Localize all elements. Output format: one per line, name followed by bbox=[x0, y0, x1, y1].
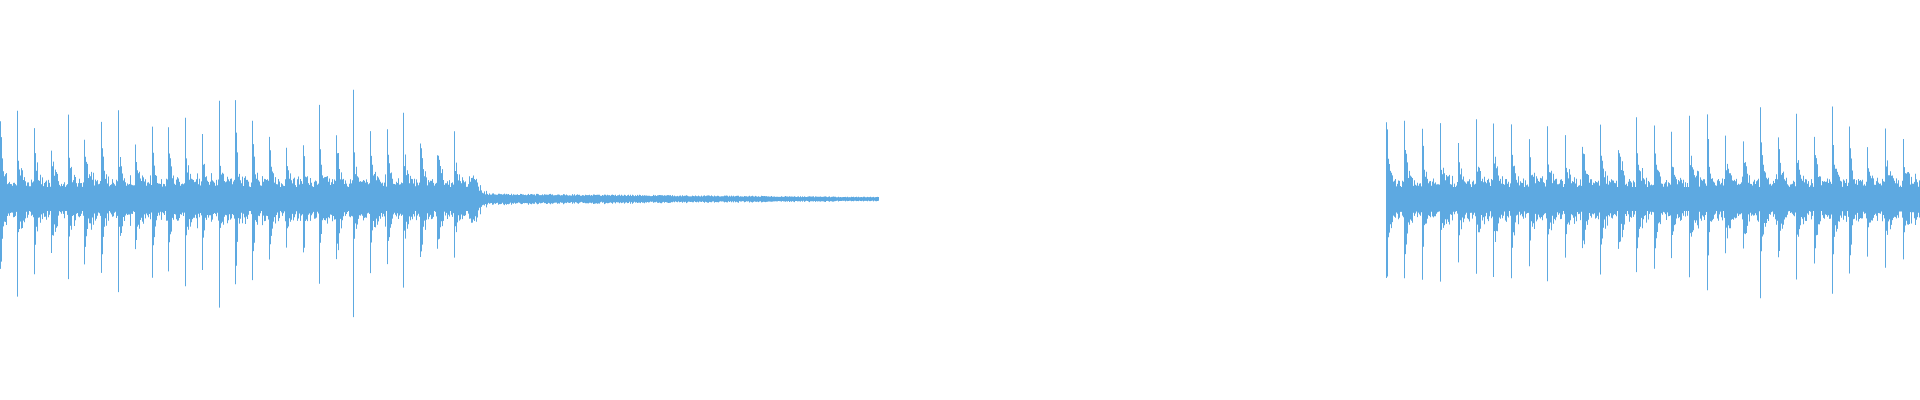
waveform-group bbox=[0, 89, 1920, 318]
clip-left bbox=[0, 89, 879, 318]
clip-left-body bbox=[0, 187, 470, 211]
clip-right bbox=[1386, 106, 1920, 299]
clip-right-body bbox=[1386, 187, 1920, 211]
